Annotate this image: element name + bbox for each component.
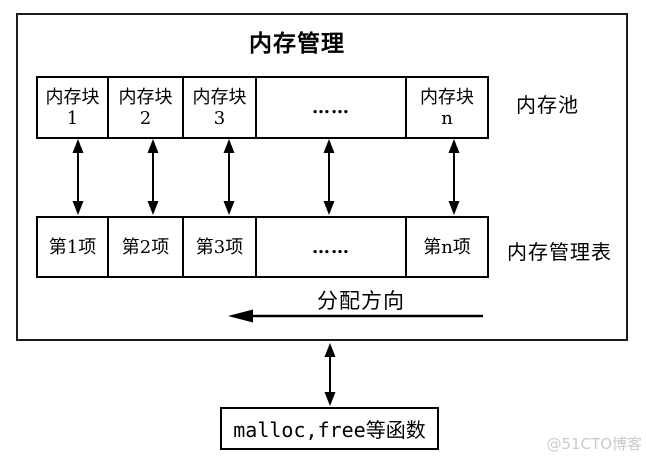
memory-table-label: 内存管理表 xyxy=(507,240,612,264)
memory-block-1: 内存块 1 xyxy=(38,78,109,137)
diagram-title: 内存管理 xyxy=(249,30,345,57)
table-item-1: 第1项 xyxy=(38,218,109,276)
memory-block-2: 内存块 2 xyxy=(109,78,184,137)
table-item-2-label: 第2项 xyxy=(121,236,170,258)
watermark: @51CTO博客 xyxy=(546,435,642,453)
memory-management-box xyxy=(16,13,628,341)
memory-block-2-index: 2 xyxy=(139,107,152,129)
memory-block-2-name: 内存块 xyxy=(118,86,173,108)
table-item-n-label: 第n项 xyxy=(423,236,471,258)
table-item-n: 第n项 xyxy=(407,218,487,276)
table-item-2: 第2项 xyxy=(109,218,184,276)
table-item-3: 第3项 xyxy=(184,218,257,276)
memory-pool-label: 内存池 xyxy=(516,93,579,117)
memory-pool-row: 内存块 1 内存块 2 内存块 3 …… 内存块 n xyxy=(36,76,489,139)
memory-block-ellipsis: …… xyxy=(257,78,407,137)
memory-block-1-name: 内存块 xyxy=(45,86,100,108)
memory-block-n-name: 内存块 xyxy=(420,86,474,108)
memory-block-3: 内存块 3 xyxy=(184,78,257,137)
memory-block-n-index: n xyxy=(441,107,453,129)
table-item-3-label: 第3项 xyxy=(195,236,244,258)
table-item-ellipsis: …… xyxy=(257,218,407,276)
table-item-ellipsis-text: …… xyxy=(312,236,350,258)
memory-block-n: 内存块 n xyxy=(407,78,487,137)
malloc-free-label: malloc,free等函数 xyxy=(233,418,426,442)
memory-block-ellipsis-text: …… xyxy=(312,97,350,118)
memory-block-3-index: 3 xyxy=(213,107,226,129)
allocation-direction-label: 分配方向 xyxy=(317,289,405,313)
malloc-free-box: malloc,free等函数 xyxy=(220,407,439,450)
malloc-double-arrow xyxy=(324,343,336,406)
management-table-row: 第1项 第2项 第3项 …… 第n项 xyxy=(36,216,489,278)
table-item-1-label: 第1项 xyxy=(48,236,97,258)
memory-block-1-index: 1 xyxy=(66,107,79,129)
memory-block-3-name: 内存块 xyxy=(192,86,247,108)
